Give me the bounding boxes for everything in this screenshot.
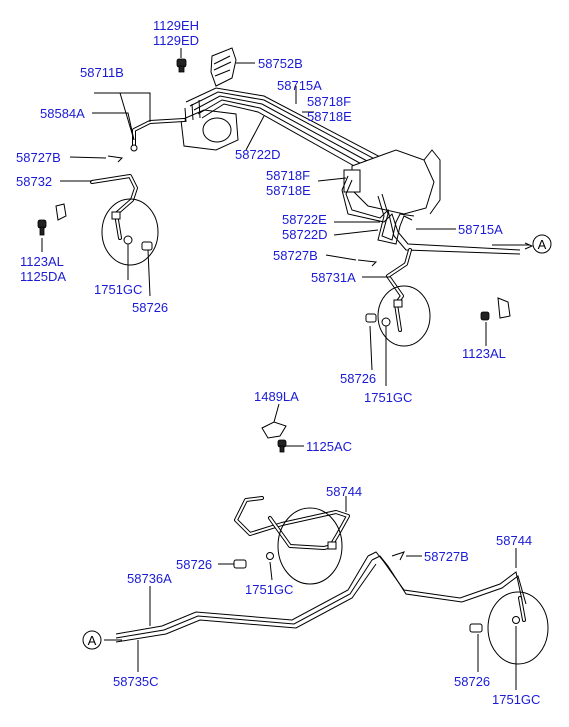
ref-a-top-text: A [538,237,547,252]
label-1129ed: 1129ED [153,33,199,48]
part-labels: 1129EH 1129ED 58752B 58711B 58715A 58718… [16,18,540,707]
label-1125ac: 1125AC [306,439,352,454]
left-front-wheel [101,198,159,266]
label-58752b: 58752B [258,56,303,71]
connector-58727b-mid [357,259,378,267]
ref-a-top-marker: A [532,234,552,254]
label-58731a: 58731A [311,270,356,285]
label-58722e: 58722E [282,212,327,227]
connector-58727b-left [107,155,124,163]
label-58715a-top: 58715A [277,78,322,93]
label-1123al-right: 1123AL [462,346,506,361]
label-58726-left: 58726 [132,300,168,315]
connector-58727b-bot [391,551,405,561]
label-58726-mid: 58726 [340,371,376,386]
clip-1489la-part [261,421,287,453]
label-58726-br: 58726 [454,674,490,689]
right-front-wheel [377,285,431,347]
pipe-58744-left [234,496,350,550]
bolt-1129-part [176,58,187,73]
label-58736a: 58736A [127,571,172,586]
brake-booster-part [343,149,441,215]
pipe-58744-right [518,596,526,622]
label-58718e-top: 58718E [307,109,352,124]
label-1125da: 1125DA [20,269,66,284]
ref-a-bot-marker: A [82,630,102,650]
label-58584a: 58584A [40,106,85,121]
label-1129eh: 1129EH [153,18,199,33]
bracket-1123al-right [480,297,511,321]
rear-right-wheel [487,591,549,665]
abs-modulator-part [180,99,239,151]
label-58744-right: 58744 [496,533,532,548]
label-1123al-left: 1123AL [20,254,64,269]
label-58718e-mid: 58718E [266,183,311,198]
label-58711b: 58711B [80,65,124,80]
ref-a-bot-text: A [88,633,97,648]
label-58735c: 58735C [113,674,159,689]
label-58727b-mid: 58727B [273,248,318,263]
leader-lines [41,48,534,690]
label-1751gc-br: 1751GC [492,692,540,707]
rear-left-wheel [277,507,343,585]
label-1751gc-bl: 1751GC [245,582,293,597]
label-1751gc-left: 1751GC [94,282,142,297]
label-58726-bl: 58726 [176,557,212,572]
label-58722d-mid: 58722D [282,227,328,242]
rear-right-fittings [469,616,520,633]
label-58718f-mid: 58718F [266,168,310,183]
rear-pipe-bundle [115,551,527,643]
label-58727b-left: 58727B [16,150,61,165]
right-front-fittings [365,299,403,327]
bracket-1123al-left [37,203,67,236]
label-58722d-top: 58722D [235,147,281,162]
pipe-booster-right [341,175,521,255]
label-58718f-top: 58718F [307,94,351,109]
label-1489la: 1489LA [254,389,299,404]
rear-left-fittings [233,541,337,569]
label-58715a-mid: 58715A [458,222,503,237]
clip-58752b-part [210,47,237,87]
label-58744-top: 58744 [326,484,362,499]
pipe-58731a [386,248,412,332]
pipe-58732 [90,118,186,240]
label-1751gc-mid: 1751GC [364,390,412,405]
pipe-bundle-top [185,87,387,177]
left-front-fittings [111,211,153,251]
label-58732: 58732 [16,174,52,189]
label-58727b-bot: 58727B [424,549,469,564]
